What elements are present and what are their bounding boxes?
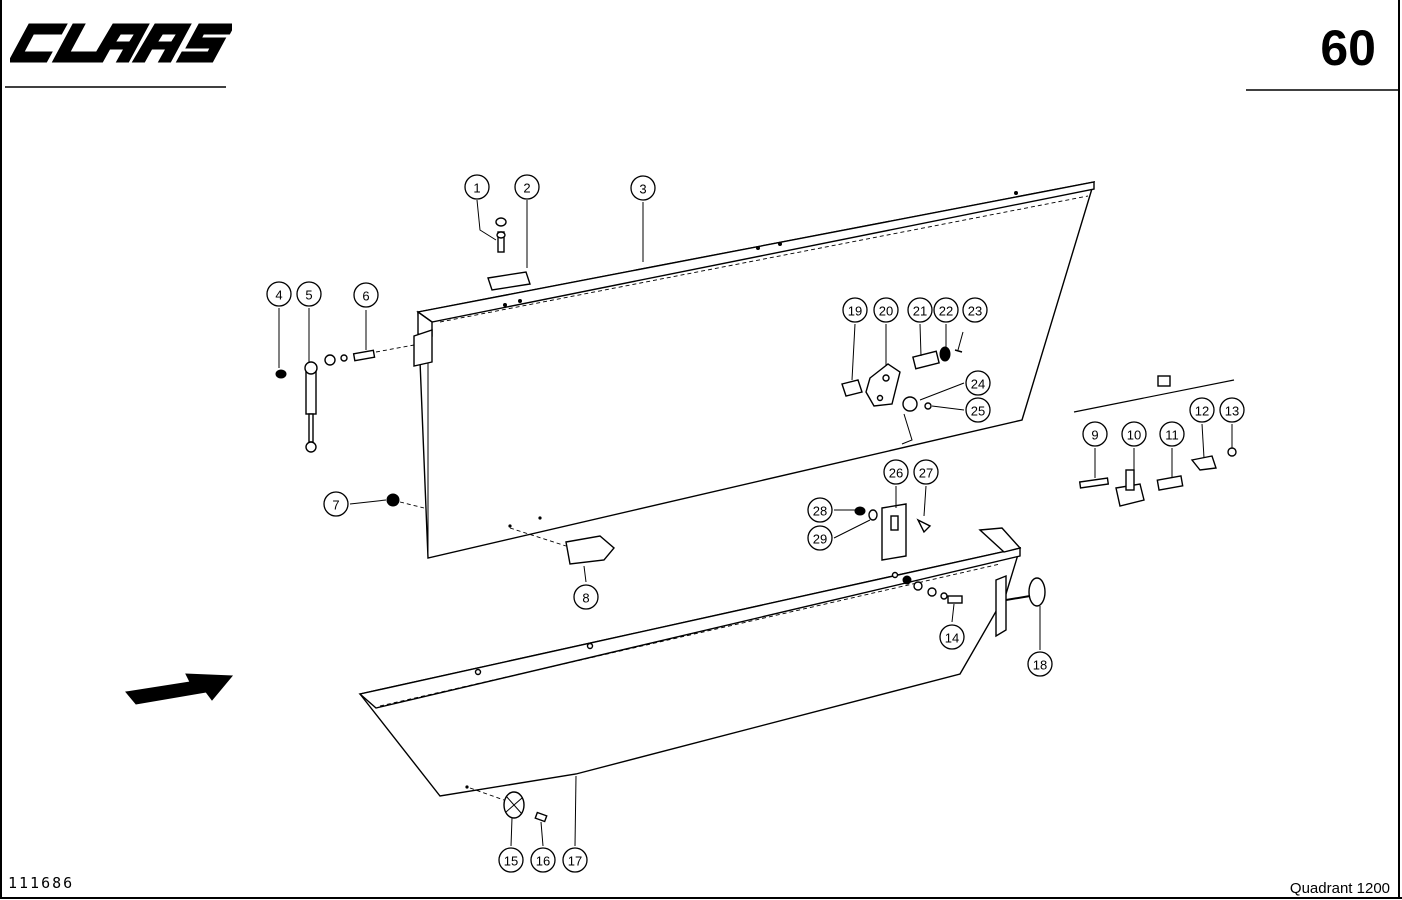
callout-25: 25	[965, 397, 991, 423]
callout-9: 9	[1082, 421, 1108, 447]
model-name: Quadrant 1200	[1289, 880, 1390, 897]
callout-6: 6	[353, 282, 379, 308]
callout-label: 16	[536, 854, 550, 869]
callout-7: 7	[323, 491, 349, 517]
callout-13: 13	[1219, 397, 1245, 423]
callout-label: 23	[968, 304, 982, 319]
callout-2: 2	[514, 174, 540, 200]
callout-label: 1	[473, 181, 480, 196]
callout-18: 18	[1027, 651, 1053, 677]
callout-20: 20	[873, 297, 899, 323]
callout-label: 17	[568, 854, 582, 869]
callout-19: 19	[842, 297, 868, 323]
callout-label: 5	[305, 288, 312, 303]
callout-label: 2	[523, 181, 530, 196]
callout-label: 3	[639, 182, 646, 197]
brand-logo	[10, 20, 232, 66]
callout-label: 27	[919, 466, 933, 481]
callout-label: 10	[1127, 428, 1141, 443]
callout-label: 20	[879, 304, 893, 319]
drawing-number: 111686	[8, 874, 75, 892]
callout-label: 29	[813, 532, 827, 547]
callout-17: 17	[562, 847, 588, 873]
upper-side-panel	[413, 181, 1096, 559]
lower-side-panel	[358, 527, 1022, 797]
callout-label: 19	[848, 304, 862, 319]
callout-label: 24	[971, 377, 985, 392]
callout-label: 26	[889, 466, 903, 481]
callout-28: 28	[807, 497, 833, 523]
callout-27: 27	[913, 459, 939, 485]
callout-1: 1	[464, 174, 490, 200]
callout-15: 15	[498, 847, 524, 873]
callout-label: 28	[813, 504, 827, 519]
arrow-icon	[125, 673, 234, 705]
callout-label: 7	[332, 498, 339, 513]
callout-label: 8	[582, 591, 589, 606]
callout-4: 4	[266, 281, 292, 307]
callout-5: 5	[296, 281, 322, 307]
hardware-parts	[275, 217, 1237, 823]
callout-24: 24	[965, 370, 991, 396]
callout-label: 6	[362, 289, 369, 304]
page-number: 60	[1320, 20, 1376, 76]
callout-label: 21	[913, 304, 927, 319]
callout-26: 26	[883, 459, 909, 485]
callout-label: 15	[504, 854, 518, 869]
leader-lines	[278, 199, 1233, 847]
callout-22: 22	[933, 297, 959, 323]
callout-label: 12	[1195, 404, 1209, 419]
callout-label: 4	[275, 288, 282, 303]
callout-label: 13	[1225, 404, 1239, 419]
callout-3: 3	[630, 175, 656, 201]
callout-8: 8	[573, 584, 599, 610]
claas-logo-icon	[10, 23, 232, 63]
callout-11: 11	[1159, 421, 1185, 447]
callout-14: 14	[939, 624, 965, 650]
callout-10: 10	[1121, 421, 1147, 447]
callout-label: 9	[1091, 428, 1098, 443]
callout-12: 12	[1189, 397, 1215, 423]
callout-16: 16	[530, 847, 556, 873]
callout-label: 18	[1033, 658, 1047, 673]
callout-label: 25	[971, 404, 985, 419]
callout-label: 11	[1165, 428, 1179, 443]
callout-29: 29	[807, 525, 833, 551]
callout-label: 22	[939, 304, 953, 319]
callout-23: 23	[962, 297, 988, 323]
callout-21: 21	[907, 297, 933, 323]
callout-label: 14	[945, 631, 959, 646]
